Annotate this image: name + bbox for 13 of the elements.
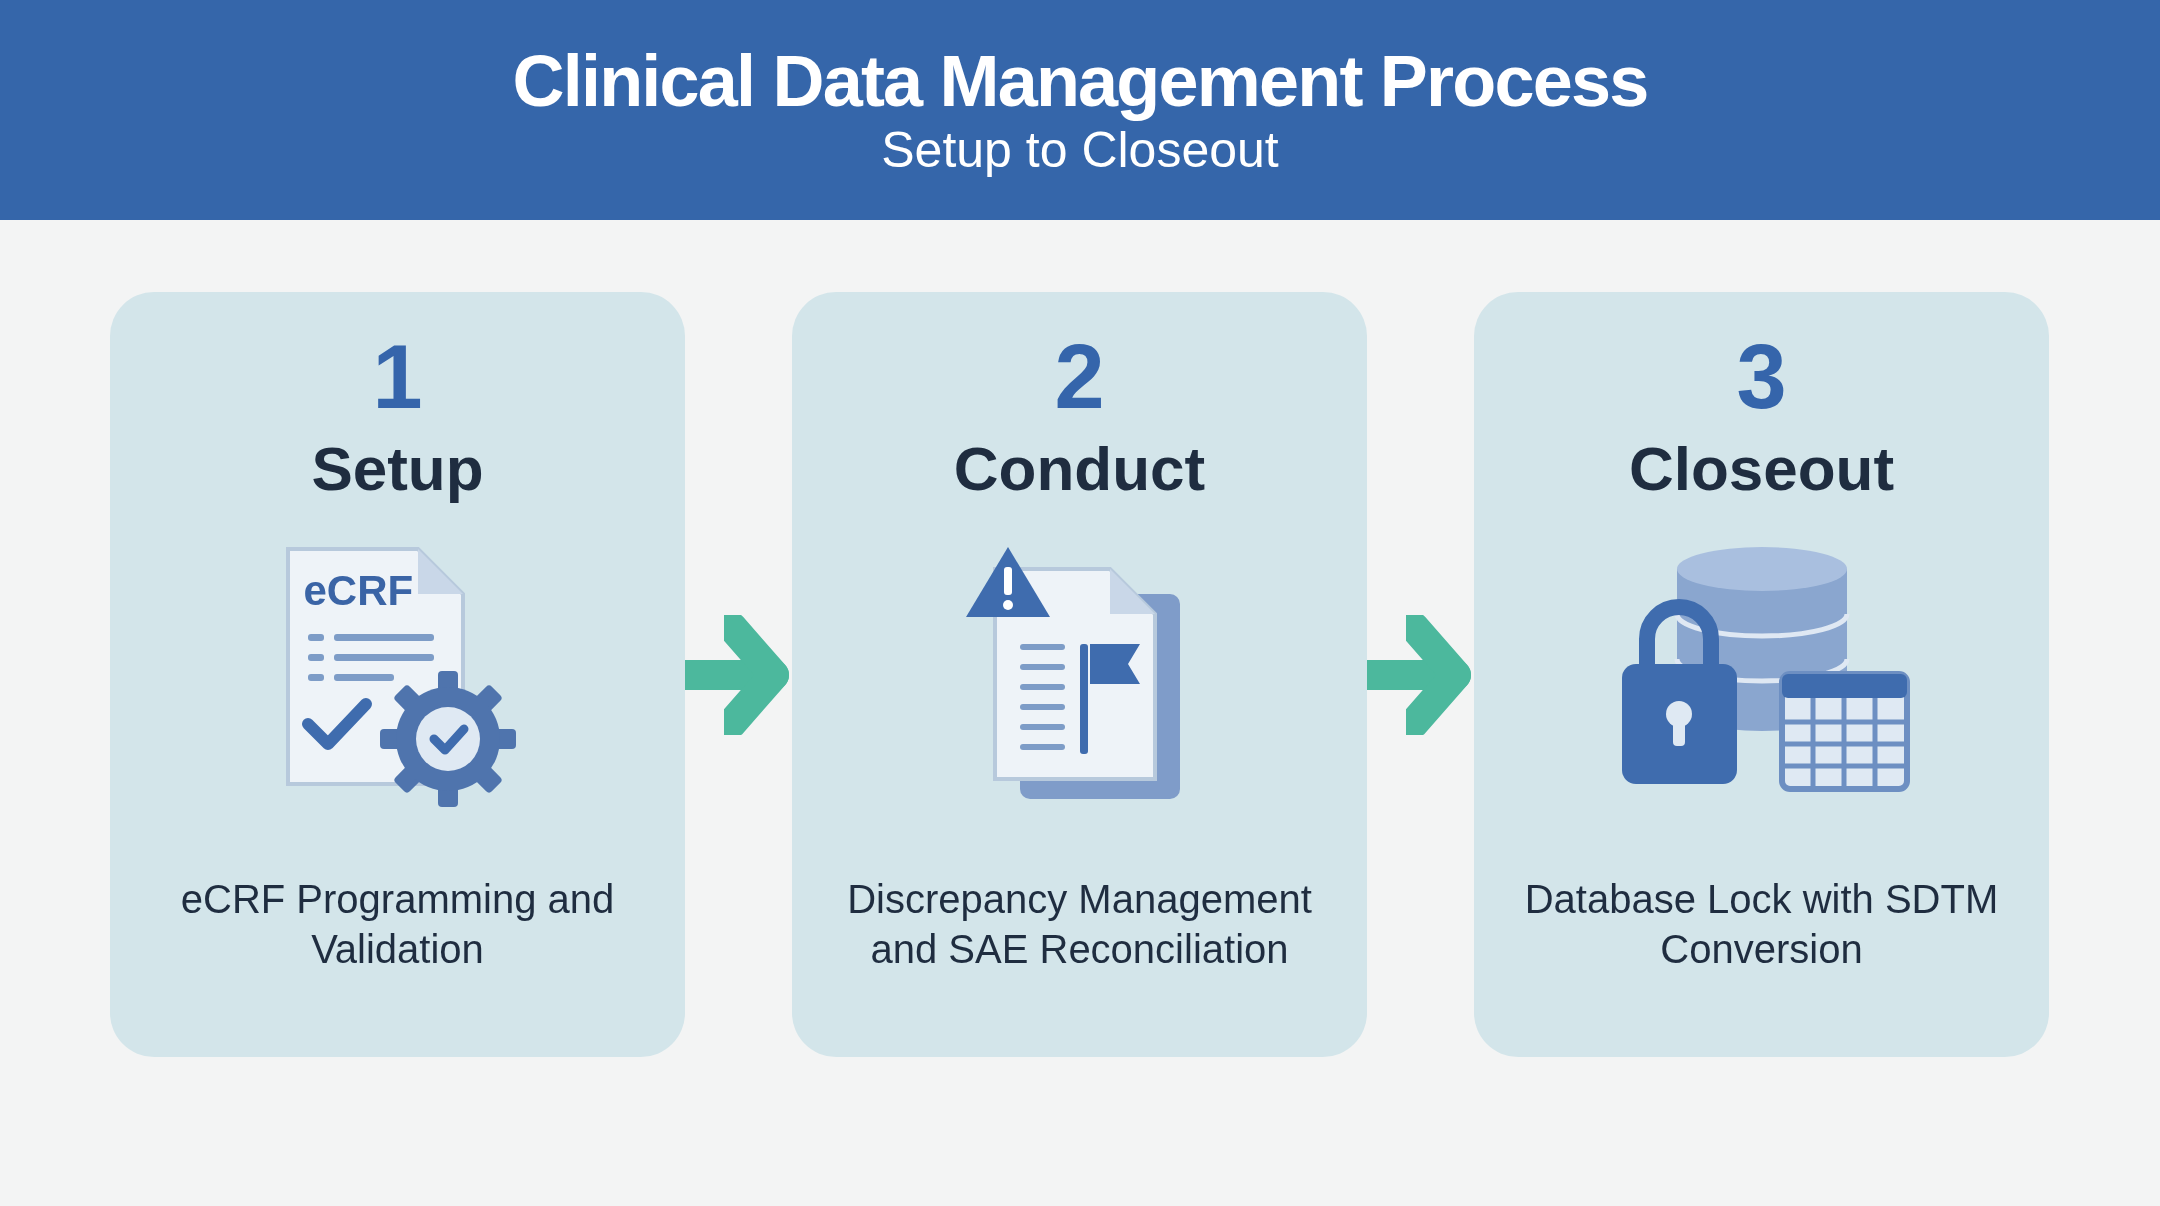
step-title: Closeout	[1628, 438, 1895, 500]
step-card	[792, 292, 1367, 1057]
step-card	[110, 292, 685, 1057]
step-number: 3	[1736, 332, 1787, 422]
step-number: 2	[1054, 332, 1105, 422]
step-description: Discrepancy Management and SAE Reconciliation	[846, 876, 1313, 973]
step-card	[1474, 292, 2049, 1057]
step-title: Conduct	[953, 438, 1206, 500]
step-description: Database Lock with SDTM Conversion	[1523, 876, 2000, 973]
step-number: 1	[372, 332, 423, 422]
icon-label: eCRF	[303, 566, 414, 616]
subtitle: Setup to Closeout	[881, 125, 1279, 175]
step-description: eCRF Programming and Validation	[179, 876, 616, 973]
